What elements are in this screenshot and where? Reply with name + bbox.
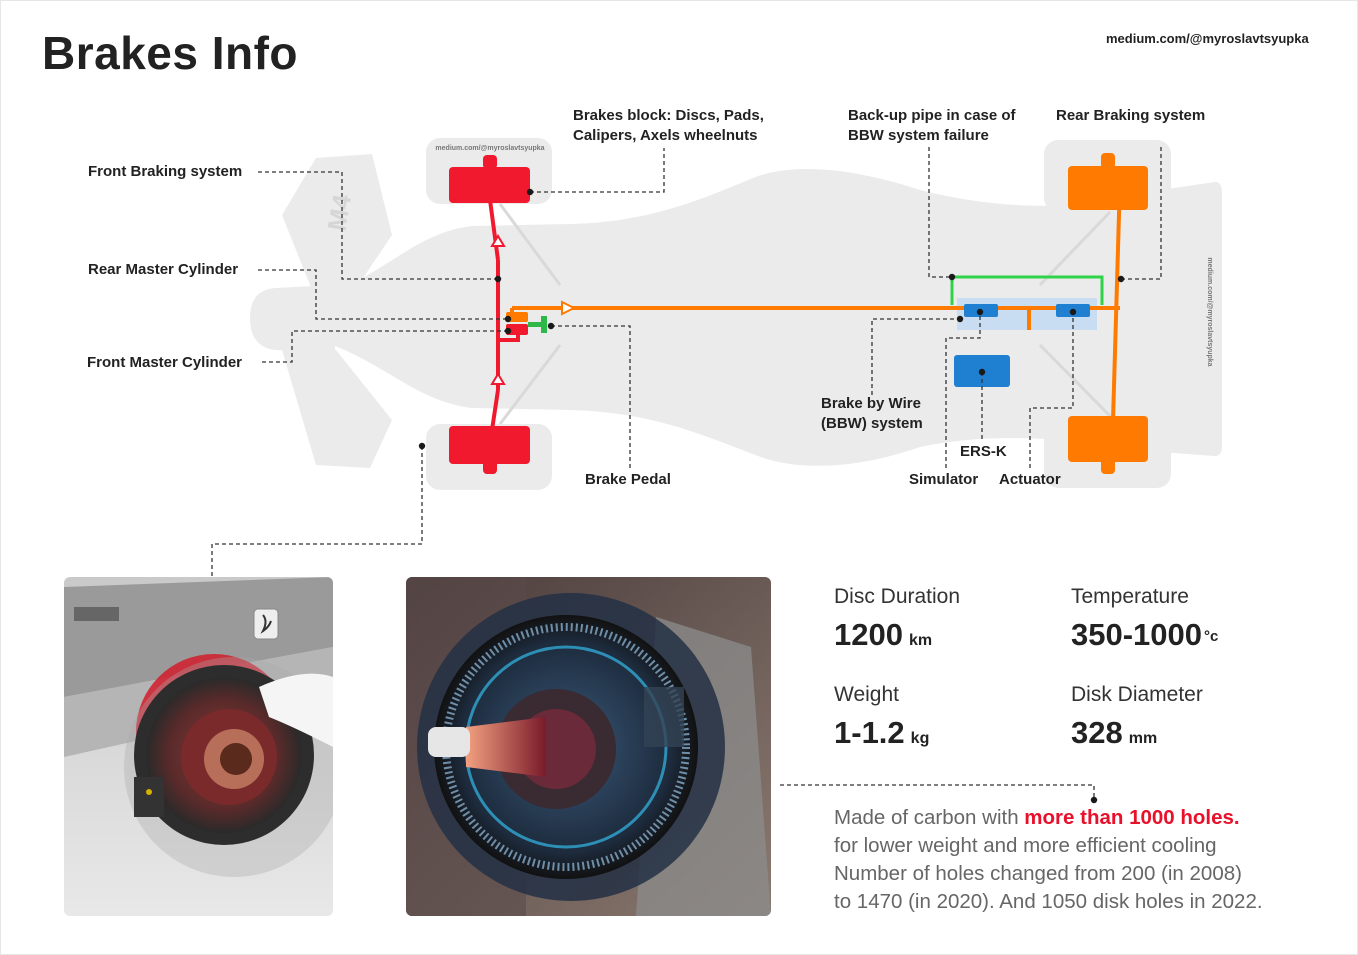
stat-temperature-label: Temperature: [1071, 585, 1189, 608]
disk-diameter-number: 328: [1071, 715, 1123, 750]
front-brake-photo: [64, 577, 333, 916]
label-ers-k: ERS-K: [960, 443, 1007, 460]
label-rear-master-cylinder: Rear Master Cylinder: [88, 261, 239, 278]
label-brakes-block: Brakes block: Discs, Pads, Calipers, Axe…: [573, 107, 764, 144]
stat-weight-label: Weight: [834, 683, 899, 706]
description-line-4: to 1470 (in 2020). And 1050 disk holes i…: [834, 890, 1263, 913]
weight-unit: kg: [910, 730, 930, 747]
temperature-unit: °c: [1204, 628, 1219, 645]
stat-disk-diameter-value: 328 mm: [1071, 715, 1157, 751]
car-watermark-front: medium.com/@myroslavtsyupka: [435, 145, 544, 152]
page-title: Brakes Info: [42, 27, 299, 79]
disc-duration-unit: km: [908, 632, 933, 649]
description-line-1: Made of carbon with more than 1000 holes…: [834, 804, 1304, 832]
rear-brake-block-top: [1068, 153, 1148, 210]
author-credit[interactable]: medium.com/@myroslavtsyupka: [1106, 31, 1309, 46]
car-suspension: [498, 203, 1112, 425]
flow-arrow-front-lower: [490, 372, 506, 385]
label-bbw-system: Brake by Wire (BBW) system: [821, 395, 923, 432]
description-line-3: Number of holes changed from 200 (in 200…: [834, 862, 1242, 885]
description-line-2: for lower weight and more efficient cool…: [834, 834, 1217, 857]
car-watermark-rear: medium.com/@myroslavtsyupka: [1206, 257, 1213, 366]
label-backup-pipe: Back-up pipe in case of BBW system failu…: [848, 107, 1016, 144]
front-brake-block-bottom: [449, 426, 530, 474]
rear-brake-block-bottom: [1068, 416, 1148, 474]
description-highlight: more than 1000 holes.: [1024, 806, 1240, 829]
label-brake-pedal: Brake Pedal: [585, 471, 671, 488]
rear-master-cylinder: [506, 312, 528, 322]
disc-description: Made of carbon with more than 1000 holes…: [834, 804, 1304, 916]
label-actuator: Actuator: [999, 471, 1061, 488]
stat-temperature-value: 350-1000°c: [1071, 617, 1218, 653]
leader-dots: [418, 188, 1125, 804]
stat-weight-value: 1-1.2 kg: [834, 715, 929, 751]
stat-disc-duration-label: Disc Duration: [834, 585, 961, 608]
brake-pedal: [528, 316, 547, 333]
brake-disc-photo: [406, 577, 771, 916]
front-brake-block-top: [449, 155, 530, 203]
backup-pipe: [950, 275, 1104, 305]
description-prefix: Made of carbon with: [834, 806, 1025, 829]
stat-disk-diameter-label: Disk Diameter: [1071, 683, 1203, 706]
leader-lines: [211, 147, 1162, 800]
label-front-braking-system: Front Braking system: [88, 163, 243, 180]
svg-text:M4: M4: [321, 192, 357, 233]
stat-disc-duration-value: 1200 km: [834, 617, 932, 653]
flow-arrow-rear: [561, 300, 577, 316]
flow-arrow-front: [490, 234, 506, 247]
weight-number: 1-1.2: [834, 715, 905, 750]
front-master-cylinder: [506, 324, 528, 335]
disk-diameter-unit: mm: [1128, 730, 1158, 747]
label-rear-braking-system: Rear Braking system: [1056, 107, 1206, 124]
temperature-number: 350-1000: [1071, 617, 1203, 652]
label-simulator: Simulator: [909, 471, 979, 488]
disc-duration-number: 1200: [834, 617, 903, 652]
label-front-master-cylinder: Front Master Cylinder: [87, 354, 243, 371]
